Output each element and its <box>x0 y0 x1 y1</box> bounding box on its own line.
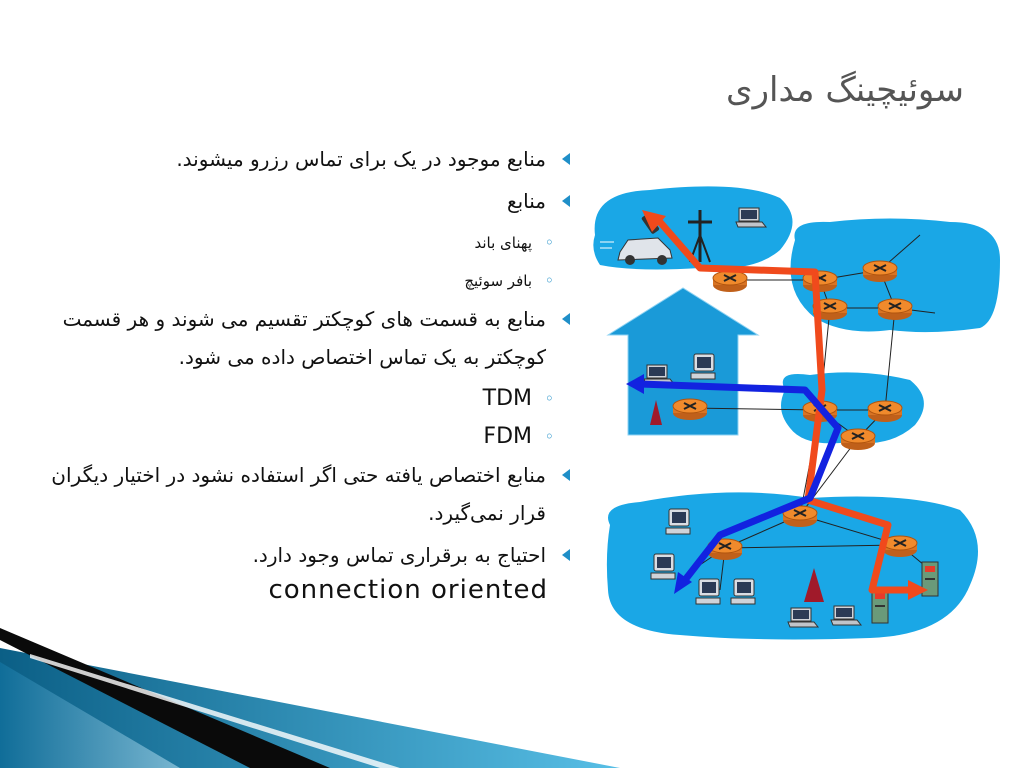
bullet-item: منابع موجود در یک برای تماس رزرو میشوند. <box>30 140 570 178</box>
desktop-computer-icon <box>665 508 691 535</box>
sub-bullet-item: بافر سوئیچ <box>30 262 570 300</box>
bullet-item: منابع به قسمت های کوچکتر تقسیم می شوند و… <box>30 300 570 376</box>
arrowhead-red <box>642 210 666 232</box>
desktop-computer-icon <box>730 578 756 605</box>
circuit-path-blue <box>636 380 842 584</box>
arrowhead-red <box>908 580 928 600</box>
connection-oriented-label: connection oriented <box>268 575 548 605</box>
circuit-path-red <box>656 218 917 594</box>
arrowhead-blue <box>674 572 692 594</box>
router-icon <box>877 298 913 321</box>
sub-bullet-item: پهنای باند <box>30 224 570 262</box>
sub-bullet-label: TDM <box>482 386 532 411</box>
house-icon <box>606 287 760 436</box>
router-icon <box>867 400 903 423</box>
desktop-computer-icon <box>690 353 716 380</box>
circuit-switching-network-diagram <box>593 186 1000 640</box>
slide-title: سوئیچینگ مداری <box>725 70 964 110</box>
sub-bullet-item: FDM <box>30 418 570 456</box>
router-icon <box>862 260 898 283</box>
arrowhead-blue <box>626 374 644 394</box>
server-icon <box>871 588 889 624</box>
wireless-base-station-icon <box>650 400 662 425</box>
router-icon <box>840 428 876 451</box>
desktop-computer-icon <box>650 553 676 580</box>
corner-ribbon-decoration <box>0 628 620 768</box>
bullet-item: منابع <box>30 182 570 220</box>
bullet-list: منابع موجود در یک برای تماس رزرو میشوند.… <box>30 140 570 608</box>
router-icon <box>712 270 748 293</box>
sub-bullet-item: TDM <box>30 380 570 418</box>
desktop-computer-icon <box>695 578 721 605</box>
bullet-item: منابع اختصاص یافته حتی اگر استفاده نشود … <box>30 456 570 532</box>
bullet-item: احتیاج به برقراری تماس وجود دارد. <box>30 536 570 574</box>
router-icon <box>672 398 708 421</box>
car-icon <box>600 237 673 265</box>
wireless-base-station-icon <box>804 568 824 602</box>
sub-bullet-label: FDM <box>483 424 532 449</box>
